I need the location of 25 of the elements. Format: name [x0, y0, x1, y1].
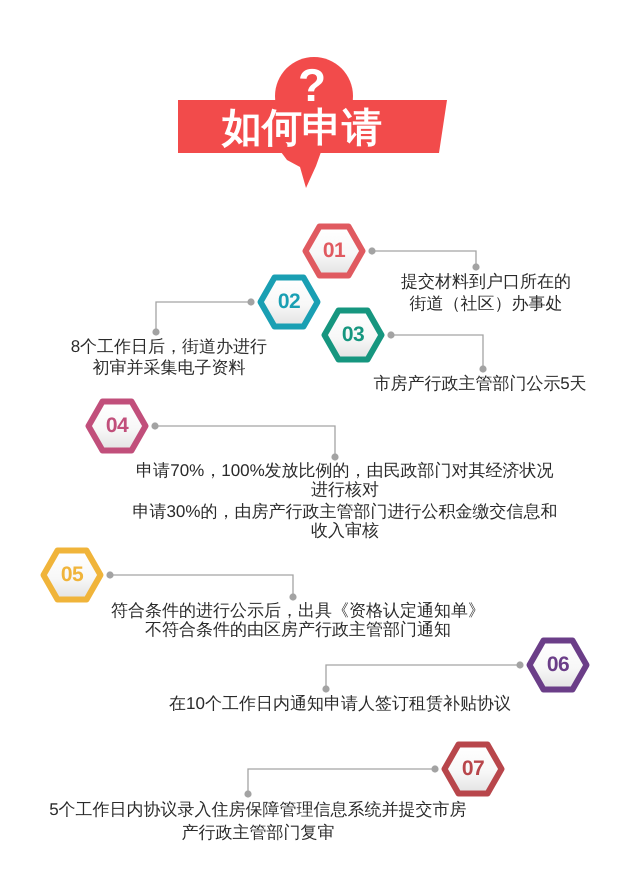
leader-line [322, 661, 524, 693]
leader-line [152, 298, 255, 336]
step-description: 5个工作日内协议录入住房保障管理信息系统并提交市房产行政主管部门复审 [46, 798, 470, 844]
step-description: 在10个工作日内通知申请人签订租赁补贴协议 [169, 693, 511, 714]
leader-line [106, 571, 297, 601]
hexagon-badge: 04 [85, 398, 149, 454]
step-description: 提交材料到户口所在的街道（社区）办事处 [396, 271, 576, 315]
step-description: 不符合条件的由区房产行政主管部门通知 [145, 620, 451, 639]
leader-line [368, 247, 480, 271]
hexagon-badge: 07 [441, 741, 505, 797]
step-description: 8个工作日后，街道办进行初审并采集电子资料 [65, 336, 273, 378]
leader-line [387, 331, 487, 373]
step-description: 申请30%的，由房产行政主管部门进行公积金缴交信息和收入审核 [131, 502, 558, 540]
title: 如何申请 [222, 108, 382, 148]
step-description: 申请70%，100%发放比例的，由民政部门对其经济状况进行核对 [135, 461, 555, 499]
hexagon-badge: 06 [526, 637, 590, 693]
leader-line [244, 765, 439, 798]
hexagon-badge: 05 [40, 547, 104, 603]
step-description: 市房产行政主管部门公示5天 [373, 373, 587, 394]
step-description: 符合条件的进行公示后，出具《资格认定通知单》 [111, 601, 485, 620]
hexagon-badge: 03 [321, 307, 385, 363]
hexagon-badge: 02 [257, 274, 321, 330]
question-mark: ? [298, 62, 326, 108]
hexagon-badge: 01 [302, 223, 366, 279]
leader-line [151, 422, 339, 461]
